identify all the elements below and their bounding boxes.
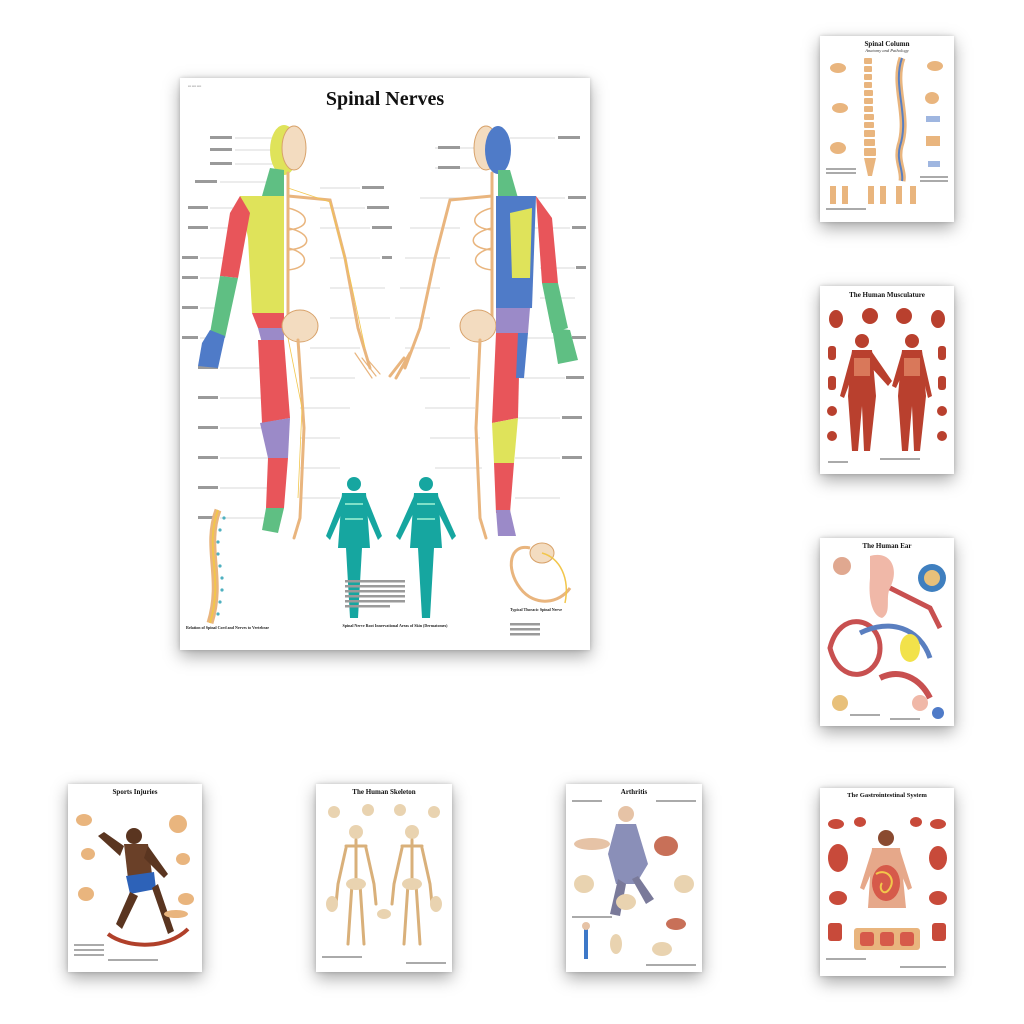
teal-dermatome-figures	[326, 477, 456, 618]
thumbnail-title: The Human Ear	[862, 542, 912, 550]
spinal-nerves-illustration	[182, 125, 586, 636]
ear-illustration	[827, 554, 946, 720]
caption-relation-spinal-cord: Relation of Spinal Cord and Nerves to Ve…	[186, 625, 269, 630]
typical-thoracic-nerve-illustration	[509, 542, 572, 604]
right-figure-dermatomes	[485, 126, 578, 536]
left-figure-dermatomes	[198, 125, 298, 533]
arthritis-illustration	[572, 800, 696, 966]
main-poster-corner-label: ▪▪▪ ▪▪▪▪ ▪▪▪▪	[188, 84, 202, 88]
sports-injuries-illustration	[74, 814, 194, 961]
thumbnail-title: Arthritis	[620, 788, 648, 796]
thumbnail-title: The Human Musculature	[849, 291, 925, 299]
main-poster-spinal-nerves[interactable]: Spinal Nerves ▪▪▪ ▪▪▪▪ ▪▪▪▪	[180, 78, 590, 650]
right-figure-skeleton	[388, 125, 499, 540]
thumbnail-title: The Gastrointestinal System	[847, 792, 927, 799]
caption-typical-thoracic-nerve: Typical Thoracic Spinal Nerve	[510, 607, 562, 612]
spinal-column-illustration	[826, 56, 948, 210]
thumbnail-human-skeleton[interactable]: The Human Skeleton	[316, 784, 452, 972]
caption-dermatomes: Spinal Nerve Root Innervational Areas of…	[342, 623, 448, 628]
thumbnail-arthritis[interactable]: Arthritis	[566, 784, 702, 972]
thumbnail-title: Spinal Column	[864, 40, 910, 48]
main-poster-title: Spinal Nerves	[325, 88, 445, 110]
skeleton-illustration	[322, 804, 446, 964]
gastrointestinal-illustration	[826, 817, 947, 968]
thumbnail-title: The Human Skeleton	[352, 788, 416, 796]
left-figure-skeleton	[281, 125, 381, 540]
thumbnail-sports-injuries[interactable]: Sports Injuries	[68, 784, 202, 972]
musculature-illustration	[827, 308, 947, 463]
thumbnail-subtitle: Anatomy and Pathology	[865, 48, 909, 53]
thumbnail-spinal-column[interactable]: Spinal Column Anatomy and Pathology	[820, 36, 954, 222]
thumbnail-gastrointestinal-system[interactable]: The Gastrointestinal System	[820, 788, 954, 976]
thumbnail-human-ear[interactable]: The Human Ear	[820, 538, 954, 726]
spine-vertebrae-illustration	[206, 508, 226, 625]
description-text-block	[345, 580, 405, 608]
thumbnail-human-musculature[interactable]: The Human Musculature	[820, 286, 954, 474]
thumbnail-title: Sports Injuries	[112, 788, 158, 796]
